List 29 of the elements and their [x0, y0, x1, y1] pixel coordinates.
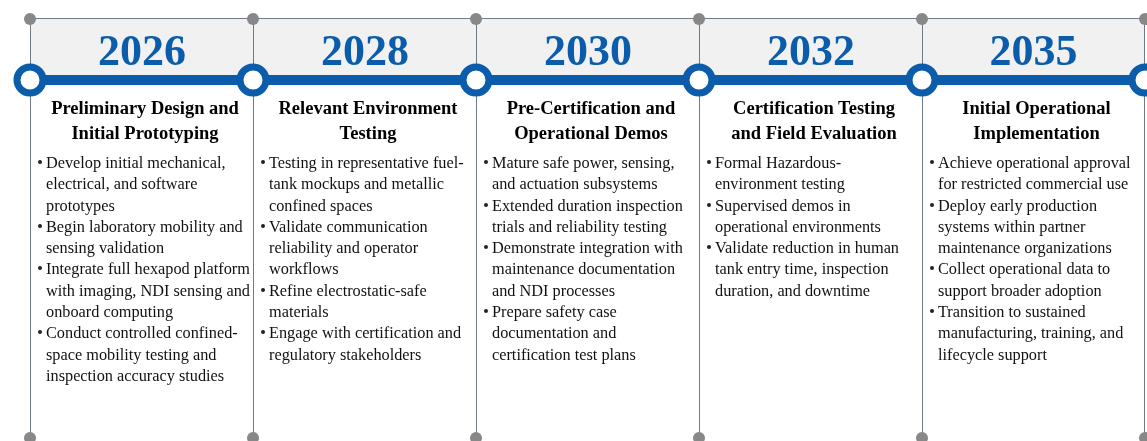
phase-heading: Certification Testing and Field Evaluation — [730, 97, 898, 145]
bullet-text: Deploy early production systems within partner maintenance organizations — [938, 194, 1113, 259]
phase-heading: Pre-Certification and Operational Demos — [505, 97, 677, 145]
phase-heading: Relevant Environment Testing — [277, 97, 459, 145]
bullet-text: Begin laboratory mobility and sensing validation — [46, 215, 244, 259]
bullet-text: Prepare safety case documentation and certification test plans — [492, 301, 637, 365]
bullet-text: Supervised demos in operational environments — [715, 194, 882, 238]
bullet-text: Refine electrostatic-safe materials — [269, 279, 428, 323]
bullet-text: Validate reduction in human tank entry time, inspection duration, and downtime — [715, 237, 900, 302]
bullet-text: Achieve operational approval for restricted commercial use — [938, 152, 1132, 195]
bullet-text: Develop initial mechanical, electrical, and software prototypes — [46, 152, 227, 216]
bullet-text: Demonstrate integration with maintenance documentation and NDI processes — [492, 237, 684, 302]
year-label: 2035 — [988, 25, 1079, 77]
year-label: 2032 — [766, 25, 856, 77]
year-label: 2026 — [97, 25, 187, 77]
bullet-text: Mature safe power, sensing, and actuation subsystems — [492, 152, 676, 195]
bullet-text: Integrate full hexapod platform with imaging, NDI sensing and onboard computing — [46, 258, 251, 323]
bullet-text: Conduct controlled confined-space mobility testing and inspection accuracy studies — [46, 322, 239, 387]
bullet-text: Transition to sustained manufacturing, training, and lifecycle support — [938, 301, 1125, 365]
year-label: 2030 — [543, 25, 633, 77]
phase-heading: Preliminary Design and Initial Prototyping — [50, 97, 240, 145]
bullet-text: Validate communication reliability and operator workflows — [269, 215, 429, 280]
year-label: 2028 — [320, 25, 410, 77]
bullet-text: Formal Hazardous-environment testing — [715, 152, 846, 195]
phase-heading: Initial Operational Implementation — [961, 97, 1112, 145]
bullet-text: Engage with certification and regulatory stakeholders — [269, 322, 463, 365]
bullet-text: Collect operational data to support broader adoption — [938, 258, 1112, 302]
bullet-text: Testing in representative fuel-tank mockups and metallic confined spaces — [269, 152, 465, 216]
bullet-text: Extended duration inspection trials and reliability testing — [492, 194, 684, 238]
